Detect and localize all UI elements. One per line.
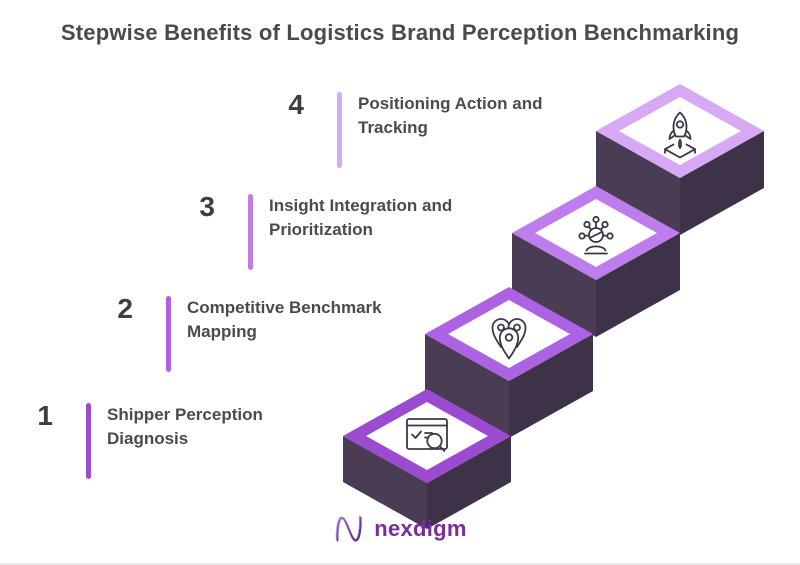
step-row-2: 2 Competitive Benchmark Mapping <box>91 294 382 372</box>
step-row-4: 4 Positioning Action and Tracking <box>262 90 542 168</box>
stair-step-4 <box>596 84 764 235</box>
step-4-label: Positioning Action and Tracking <box>358 94 543 137</box>
step-3-accent-bar <box>248 194 253 270</box>
rocket-launch-icon <box>664 111 696 159</box>
step-3-label: Insight Integration and Prioritization <box>269 196 453 239</box>
nexdigm-logo-text: nexdigm <box>374 516 467 541</box>
person-insight-network-icon <box>578 215 614 255</box>
stair-step-2 <box>425 287 593 438</box>
page-title: Stepwise Benefits of Logistics Brand Per… <box>60 20 740 45</box>
step-1-accent-bar <box>86 403 91 479</box>
step-3-number: 3 <box>199 191 215 222</box>
step-1-number: 1 <box>37 400 53 431</box>
step-2-number: 2 <box>117 293 133 324</box>
stair-step-3 <box>512 186 680 337</box>
step-row-1: 1 Shipper Perception Diagnosis <box>11 401 263 479</box>
location-pins-cluster-icon <box>491 318 527 360</box>
nexdigm-logo-icon <box>335 515 362 542</box>
step-row-3: 3 Insight Integration and Prioritization <box>173 192 452 270</box>
audit-checklist-search-icon <box>406 418 448 452</box>
step-4-accent-bar <box>337 92 342 168</box>
step-2-label: Competitive Benchmark Mapping <box>187 298 382 341</box>
step-1-label: Shipper Perception Diagnosis <box>107 405 263 448</box>
footer-logo: nexdigm <box>0 512 800 546</box>
stair-step-1 <box>343 389 511 529</box>
step-2-accent-bar <box>166 296 171 372</box>
step-4-number: 4 <box>288 89 304 120</box>
